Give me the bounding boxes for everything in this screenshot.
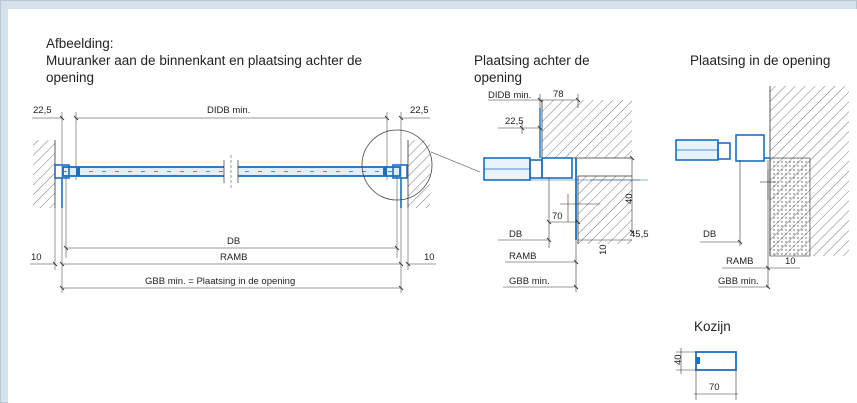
figure-caption-label: Afbeelding:: [46, 36, 114, 51]
dim-main-ramb: RAMB: [220, 252, 247, 263]
dim-v2-45-5: 45,5: [630, 229, 649, 240]
dim-v2-22-5: 22,5: [505, 116, 524, 127]
dim-v3-db: DB: [703, 229, 716, 240]
kozijn-profile: [695, 351, 737, 371]
dim-v3-gbb: GBB min.: [718, 276, 759, 287]
dim-main-left-22-5: 22,5: [33, 105, 52, 116]
dim-main-right-22-5: 22,5: [410, 105, 429, 116]
main-view: 22,5 DIDB min. 22,5 DB RAMB 10 10 GBB mi…: [30, 105, 481, 293]
dim-main-db: DB: [227, 236, 240, 247]
dim-main-gbb: GBB min. = Plaatsing in de opening: [145, 276, 295, 287]
view2-title-line1: Plaatsing achter de: [474, 53, 590, 68]
view4-kozijn: 40 70: [673, 348, 738, 400]
wall-lower: [578, 176, 632, 244]
wall-left: [33, 140, 55, 208]
grille-view2: [483, 108, 577, 240]
grille-main: [54, 155, 408, 208]
dim-v3-ramb: RAMB: [726, 256, 753, 267]
wall-v3-inner: [769, 157, 811, 257]
dim-main-right-10: 10: [424, 252, 435, 263]
dim-v2-40: 40: [624, 193, 635, 204]
view3: DB RAMB 10 GBB min.: [675, 86, 849, 290]
dim-v2-ramb: RAMB: [509, 251, 536, 262]
view2-title-line2: opening: [474, 70, 523, 85]
dim-v4-40: 40: [673, 354, 684, 365]
dim-v2-10: 10: [598, 244, 609, 255]
dim-main-didb: DIDB min.: [207, 105, 250, 116]
detail-leader: [430, 151, 481, 173]
wall-upper: [542, 100, 632, 158]
wall-right: [408, 140, 430, 208]
grille-view3: [675, 134, 770, 162]
dim-v2-db: DB: [509, 229, 522, 240]
view4-title: Kozijn: [694, 319, 731, 334]
view2: DIDB min. 78 22,5 70 40 45,5 DB RAMB 10 …: [483, 89, 649, 292]
dim-v2-70: 70: [552, 211, 563, 222]
dim-v2-gbb: GBB min.: [509, 276, 550, 287]
figure-caption-line2: opening: [46, 70, 95, 85]
drawing-panel: [8, 9, 857, 403]
view3-title: Plaatsing in de opening: [690, 53, 831, 68]
detail-circle: [361, 129, 433, 201]
figure-caption-line1: Muuranker aan de binnenkant en plaatsing…: [46, 53, 362, 68]
dim-v3-10: 10: [785, 256, 796, 267]
dim-v4-70: 70: [709, 382, 720, 393]
dim-main-left-10: 10: [31, 252, 42, 263]
dim-v2-didb: DIDB min.: [488, 90, 531, 101]
dim-v2-78: 78: [553, 89, 564, 100]
